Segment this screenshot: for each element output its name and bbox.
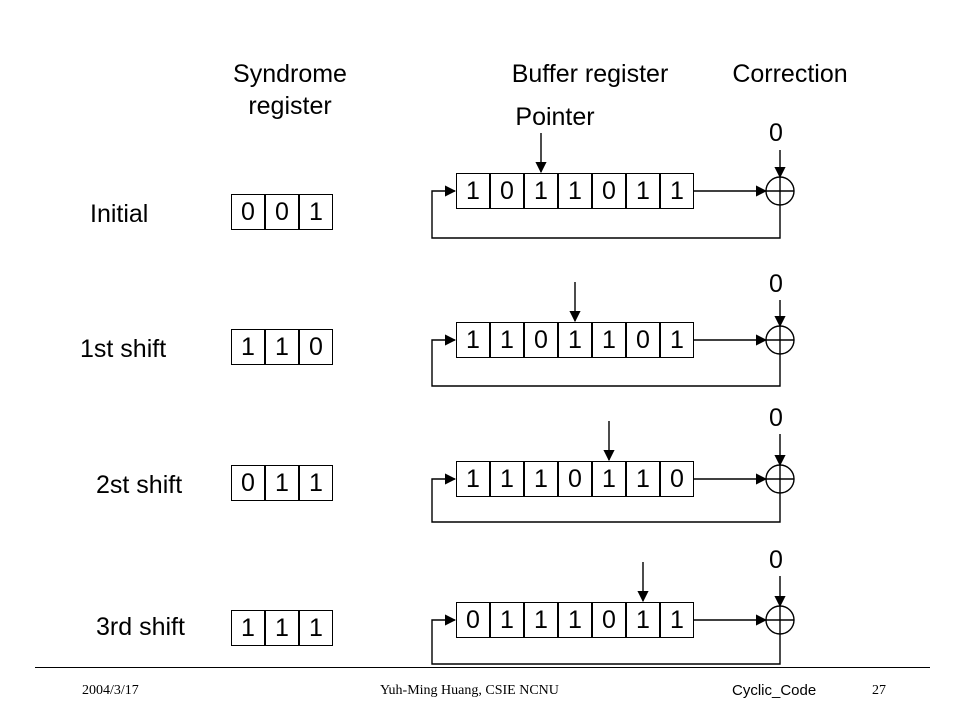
- buffer-bit: 1: [660, 322, 694, 358]
- syndrome-bit: 0: [265, 194, 299, 230]
- syndrome-bit: 0: [231, 465, 265, 501]
- feedback-loop-arrow: [431, 614, 781, 665]
- footer-date: 2004/3/17: [82, 683, 139, 698]
- syndrome-bit: 1: [231, 610, 265, 646]
- syndrome-header-line2: register: [248, 92, 332, 120]
- correction-value-initial: 0: [769, 119, 783, 147]
- buffer-bit: 1: [626, 173, 660, 209]
- buffer-bit: 1: [524, 602, 558, 638]
- buffer-bit: 1: [558, 322, 592, 358]
- footer-page-number: 27: [872, 683, 886, 698]
- buffer-bit: 1: [524, 173, 558, 209]
- buffer-bit: 0: [524, 322, 558, 358]
- correction-value-2st-shift: 0: [769, 404, 783, 432]
- syndrome-bit: 1: [299, 610, 333, 646]
- footer-divider: [35, 667, 930, 668]
- feedback-loop-arrow: [431, 334, 781, 387]
- buffer-bit: 1: [558, 173, 592, 209]
- row-label-3rd-shift: 3rd shift: [96, 613, 185, 641]
- feedback-loop-arrow: [431, 185, 781, 239]
- buffer-bit: 1: [456, 461, 490, 497]
- syndrome-bit: 0: [231, 194, 265, 230]
- buffer-bit: 1: [558, 602, 592, 638]
- syndrome-bit: 1: [299, 194, 333, 230]
- syndrome-bit: 1: [265, 329, 299, 365]
- buffer-bit: 1: [626, 461, 660, 497]
- syndrome-header-line1: Syndrome: [233, 60, 347, 88]
- buffer-bit: 0: [626, 322, 660, 358]
- syndrome-bit: 1: [231, 329, 265, 365]
- buffer-bit: 1: [490, 322, 524, 358]
- correction-value-3rd-shift: 0: [769, 546, 783, 574]
- row-label-initial: Initial: [90, 200, 149, 228]
- footer-topic: Cyclic_Code: [732, 682, 817, 699]
- syndrome-register-header: Syndrome register: [200, 58, 380, 122]
- buffer-bit: 0: [490, 173, 524, 209]
- buffer-bit: 1: [592, 461, 626, 497]
- buffer-bit: 1: [524, 461, 558, 497]
- buffer-bit: 1: [490, 461, 524, 497]
- buffer-bit: 1: [490, 602, 524, 638]
- correction-value-1st-shift: 0: [769, 270, 783, 298]
- syndrome-bit: 1: [299, 465, 333, 501]
- row-label-2st-shift: 2st shift: [96, 471, 183, 499]
- row-label-1st-shift: 1st shift: [80, 335, 167, 363]
- correction-header: Correction: [732, 60, 848, 88]
- buffer-bit: 1: [592, 322, 626, 358]
- buffer-bit: 1: [626, 602, 660, 638]
- buffer-bit: 0: [660, 461, 694, 497]
- buffer-bit: 0: [592, 602, 626, 638]
- syndrome-bit: 1: [265, 610, 299, 646]
- pointer-label: Pointer: [515, 103, 595, 131]
- buffer-bit: 1: [456, 173, 490, 209]
- footer-author: Yuh-Ming Huang, CSIE NCNU: [380, 683, 559, 698]
- buffer-register-header: Buffer register: [511, 60, 669, 88]
- buffer-bit: 0: [558, 461, 592, 497]
- buffer-bit: 1: [660, 173, 694, 209]
- buffer-bit: 0: [456, 602, 490, 638]
- buffer-bit: 0: [592, 173, 626, 209]
- buffer-bit: 1: [660, 602, 694, 638]
- syndrome-bit: 0: [299, 329, 333, 365]
- syndrome-bit: 1: [265, 465, 299, 501]
- buffer-bit: 1: [456, 322, 490, 358]
- feedback-loop-arrow: [431, 473, 781, 523]
